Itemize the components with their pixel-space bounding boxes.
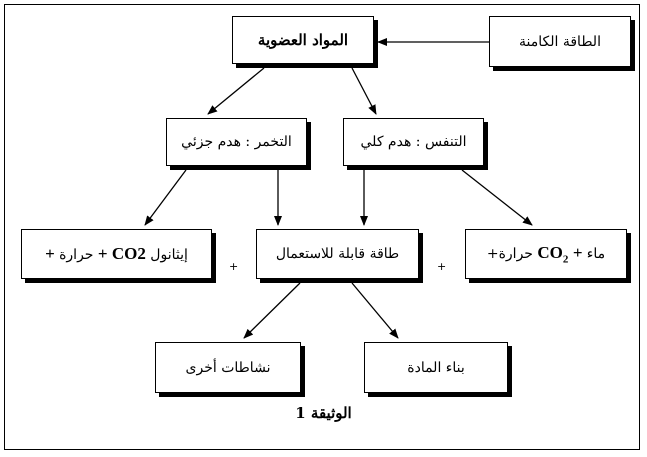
co2-main: CO xyxy=(537,242,563,262)
respiration-heat-label: +حرارة xyxy=(486,245,533,262)
document-caption: الوثيقة 1 xyxy=(295,404,352,422)
other-activities-label: نشاطات أخرى xyxy=(185,359,271,376)
plus-sign-right: + xyxy=(437,260,447,273)
potential-energy-box: الطاقة الكامنة xyxy=(489,16,631,67)
fermentation-heat-label: حرارة xyxy=(59,247,98,263)
arrow-organic-to-fermentation xyxy=(207,67,265,115)
usable-energy-box: طاقة قابلة للاستعمال xyxy=(256,229,419,279)
ethanol-label: إيثانول xyxy=(150,247,188,263)
co2-subscript: 2 xyxy=(562,253,569,266)
plus-sign-left: + xyxy=(229,260,239,273)
document-frame xyxy=(4,4,640,450)
respiration-co2-label: CO2 xyxy=(537,242,569,266)
matter-building-box: بناء المادة xyxy=(364,342,508,393)
fermentation-label: التخمر : هدم جزئي xyxy=(181,134,292,150)
arrow-energy-to-activities xyxy=(243,282,301,339)
organic-matter-label: المواد العضوية xyxy=(257,31,349,49)
other-activities-box: نشاطات أخرى xyxy=(155,342,301,393)
respiration-products-box: +حرارة CO2 + ماء xyxy=(465,229,627,279)
respiration-label: التنفس : هدم كلي xyxy=(360,134,467,150)
respiration-box: التنفس : هدم كلي xyxy=(343,118,484,166)
fermentation-products-box: + حرارة + CO2 إيثانول xyxy=(21,229,212,279)
respiration-products-line: +حرارة CO2 + ماء xyxy=(487,243,605,265)
arrow-energy-to-building xyxy=(351,282,399,339)
respiration-plus: + xyxy=(572,242,587,262)
water-label: ماء xyxy=(586,245,606,262)
organic-matter-box: المواد العضوية xyxy=(232,16,374,64)
matter-building-label: بناء المادة xyxy=(407,359,465,376)
fermentation-plus-a: + xyxy=(45,244,60,263)
usable-energy-label: طاقة قابلة للاستعمال xyxy=(275,246,400,262)
fermentation-box: التخمر : هدم جزئي xyxy=(166,118,307,166)
fermentation-plus-b: + xyxy=(97,244,112,263)
arrow-fermentation-to-products xyxy=(144,169,187,226)
fermentation-co2-label: CO2 xyxy=(111,244,146,263)
fermentation-products-line: + حرارة + CO2 إيثانول xyxy=(45,244,188,264)
arrow-respiration-to-products xyxy=(461,169,533,226)
potential-energy-label: الطاقة الكامنة xyxy=(519,33,601,50)
arrow-organic-to-respiration xyxy=(351,67,377,115)
